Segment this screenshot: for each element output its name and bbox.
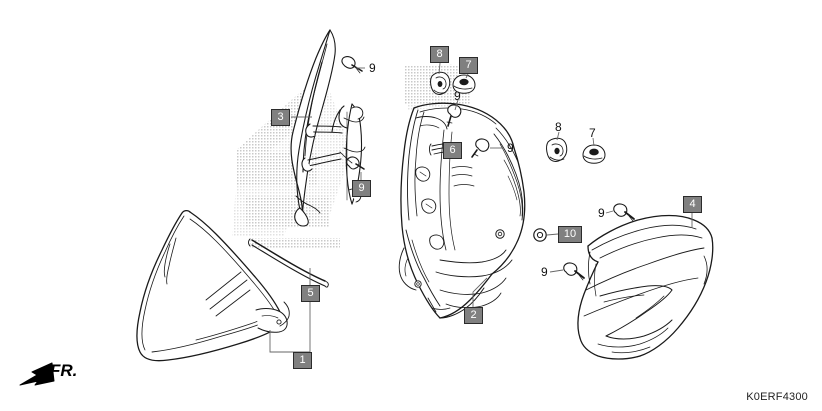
part-washer: [533, 228, 547, 242]
fastener-screw-clip: [471, 138, 490, 158]
part-windscreen: [136, 209, 290, 362]
callout-10[interactable]: 10: [558, 226, 582, 243]
fr-arrow-icon: [19, 362, 55, 386]
part-grommet-right: [582, 144, 606, 164]
label-9-upper: 9: [454, 89, 461, 103]
label-9-right-lower: 9: [541, 265, 548, 279]
fastener-screw-top: [341, 56, 363, 74]
part-upper-cowl-right: [577, 214, 714, 360]
fastener-screw-upper: [446, 104, 462, 127]
fr-label: FR.: [50, 361, 78, 380]
callout-3[interactable]: 3: [271, 109, 290, 126]
label-9-clip: 9: [507, 141, 514, 155]
fastener-screw-right-upper: [613, 203, 635, 222]
label-9-top: 9: [369, 61, 376, 75]
part-clip-nut-upper: [430, 71, 451, 95]
callout-5[interactable]: 5: [301, 285, 320, 302]
fastener-screw-midleft: [339, 151, 365, 170]
callout-7[interactable]: 7: [459, 57, 478, 74]
fastener-screw-right-lower: [563, 262, 585, 281]
part-clip-nut-right: [546, 137, 568, 162]
part-grommet-upper: [452, 74, 476, 94]
label-8-right: 8: [555, 120, 562, 134]
label-7-right: 7: [589, 126, 596, 140]
callout-1[interactable]: 1: [293, 352, 312, 369]
callout-8[interactable]: 8: [430, 46, 449, 63]
part-trim-rod: [248, 238, 329, 288]
front-direction-marker: FR.: [14, 359, 84, 393]
part-windscreen-stay: [290, 29, 336, 227]
callout-9[interactable]: 9: [352, 180, 371, 197]
part-code: K0ERF4300: [746, 391, 808, 403]
callout-6[interactable]: 6: [443, 142, 462, 159]
part-upper-cowl-center: [398, 102, 526, 319]
callout-2[interactable]: 2: [464, 307, 483, 324]
label-9-right-upper: 9: [598, 206, 605, 220]
callout-4[interactable]: 4: [683, 196, 702, 213]
